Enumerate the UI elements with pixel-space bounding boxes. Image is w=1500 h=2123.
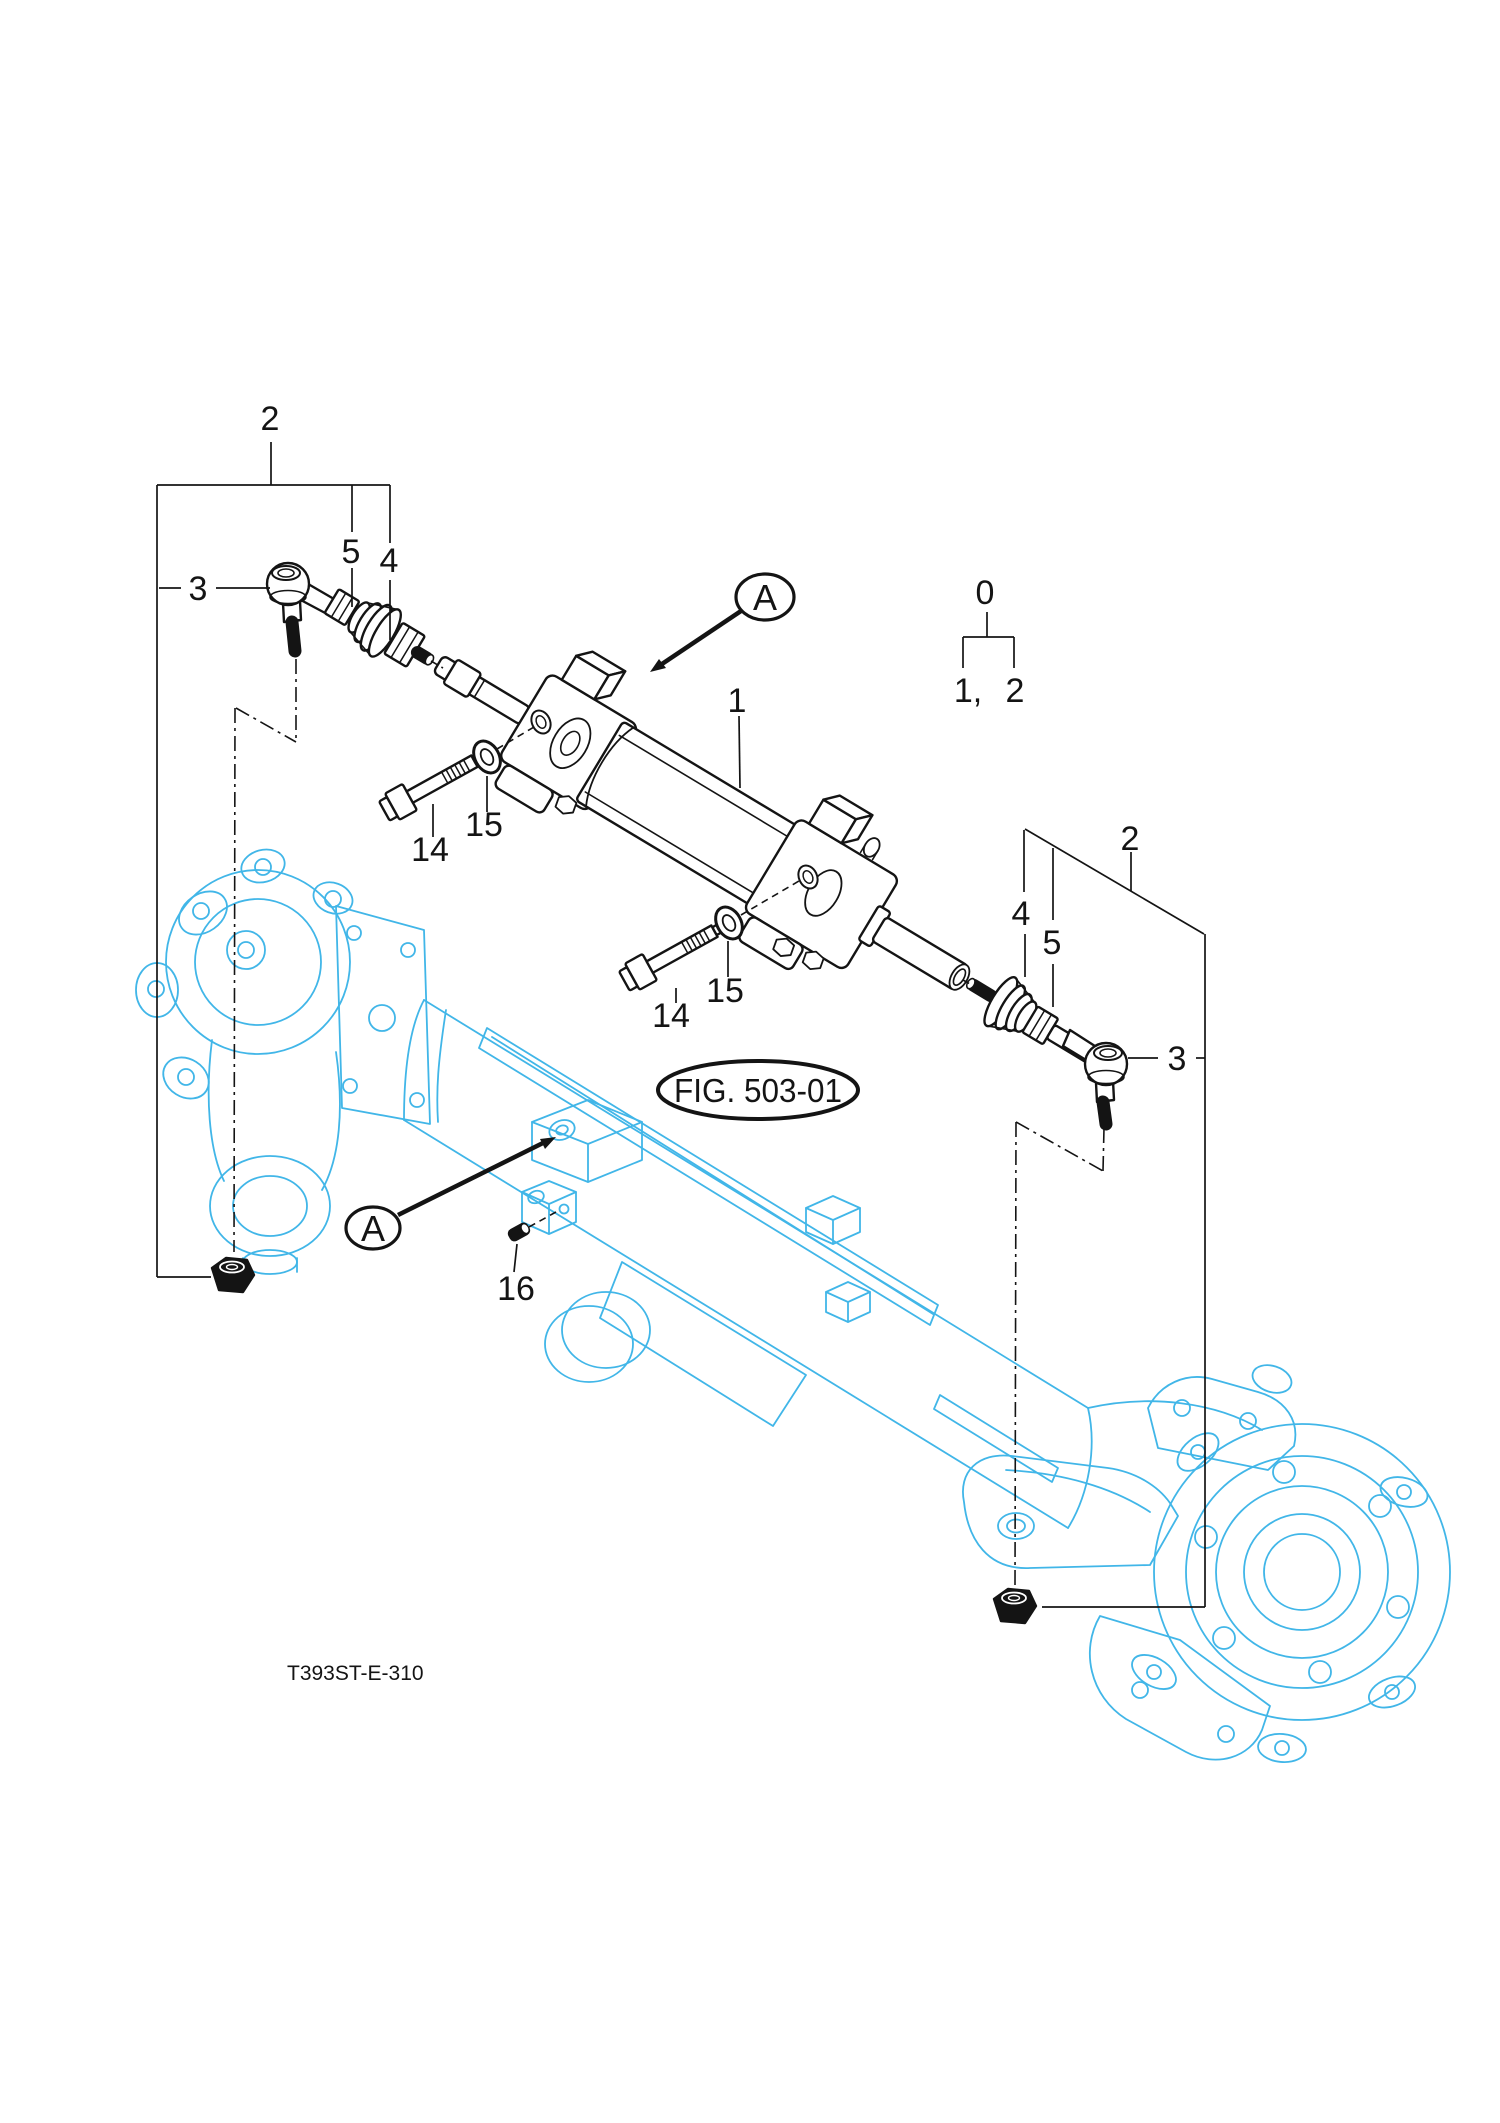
fig-ref-bubble <box>656 1059 860 1121</box>
detail-callout-bottom <box>344 1137 556 1251</box>
tie-rod-stud-left <box>285 615 302 658</box>
callout-4-right: 4 <box>1012 895 1031 933</box>
callout-4-left: 4 <box>380 542 399 580</box>
detail-a-label-bottom: A <box>361 1208 385 1249</box>
detail-a-circle-top <box>734 572 796 622</box>
piston-rod <box>871 916 969 990</box>
fig-ref-text: FIG. 503-01 <box>674 1072 842 1109</box>
steering-cylinder-assembly <box>210 561 1129 1625</box>
tie-rod-end-right <box>1061 1028 1129 1131</box>
spring-washer-right <box>714 905 744 941</box>
spring-washer-left <box>472 739 502 775</box>
arrowhead <box>650 659 666 672</box>
labels: 2 5 4 3 1 0 1, 2 14 15 14 15 2 4 5 3 16 … <box>189 400 1187 1685</box>
callout-14-left: 14 <box>411 831 449 869</box>
callout-15-left: 15 <box>465 806 503 844</box>
group-child-2: 2 <box>1006 672 1025 710</box>
leader-lines <box>156 442 1206 1608</box>
detail-a-label-top: A <box>753 577 777 618</box>
arrowhead <box>540 1137 556 1149</box>
pin-boss <box>521 1180 577 1235</box>
fig-ref-ellipse <box>656 1059 860 1121</box>
tie-rod-stud-right <box>1096 1095 1113 1131</box>
center-lines <box>233 659 1105 1587</box>
assembly-dash-lines <box>430 660 971 1228</box>
front-axle-drawing <box>135 848 1451 1764</box>
callout-3-right: 3 <box>1168 1040 1187 1078</box>
callout-14-right: 14 <box>652 997 690 1035</box>
detail-callout-top <box>650 572 796 672</box>
callout-0: 0 <box>976 574 995 612</box>
axle-beam <box>403 999 1093 1529</box>
callout-3-left: 3 <box>189 570 208 608</box>
stud-nut-left <box>210 1256 256 1294</box>
beam-pads <box>805 1195 871 1323</box>
ball-joint-left <box>324 588 435 668</box>
callout-1: 1 <box>728 682 747 720</box>
callout-2-left: 2 <box>261 400 280 438</box>
steering-cylinder-body <box>433 650 971 991</box>
stud-nut-right <box>992 1587 1038 1625</box>
callout-16: 16 <box>497 1270 535 1308</box>
cylinder-mount-boss <box>531 1099 643 1183</box>
axle-right-hub <box>962 1364 1451 1764</box>
drawing-code: T393ST-E-310 <box>287 1662 424 1685</box>
callout-5-left: 5 <box>342 533 361 571</box>
detail-a-circle-bottom <box>344 1205 402 1251</box>
callout-2-right: 2 <box>1121 820 1140 858</box>
callout-5-right: 5 <box>1043 924 1062 962</box>
group-child-1: 1, <box>954 672 982 710</box>
axle-left-housing <box>135 848 431 1275</box>
callout-15-right: 15 <box>706 972 744 1010</box>
dowel-pin <box>507 1222 531 1242</box>
tie-rod-end-left <box>265 561 336 658</box>
